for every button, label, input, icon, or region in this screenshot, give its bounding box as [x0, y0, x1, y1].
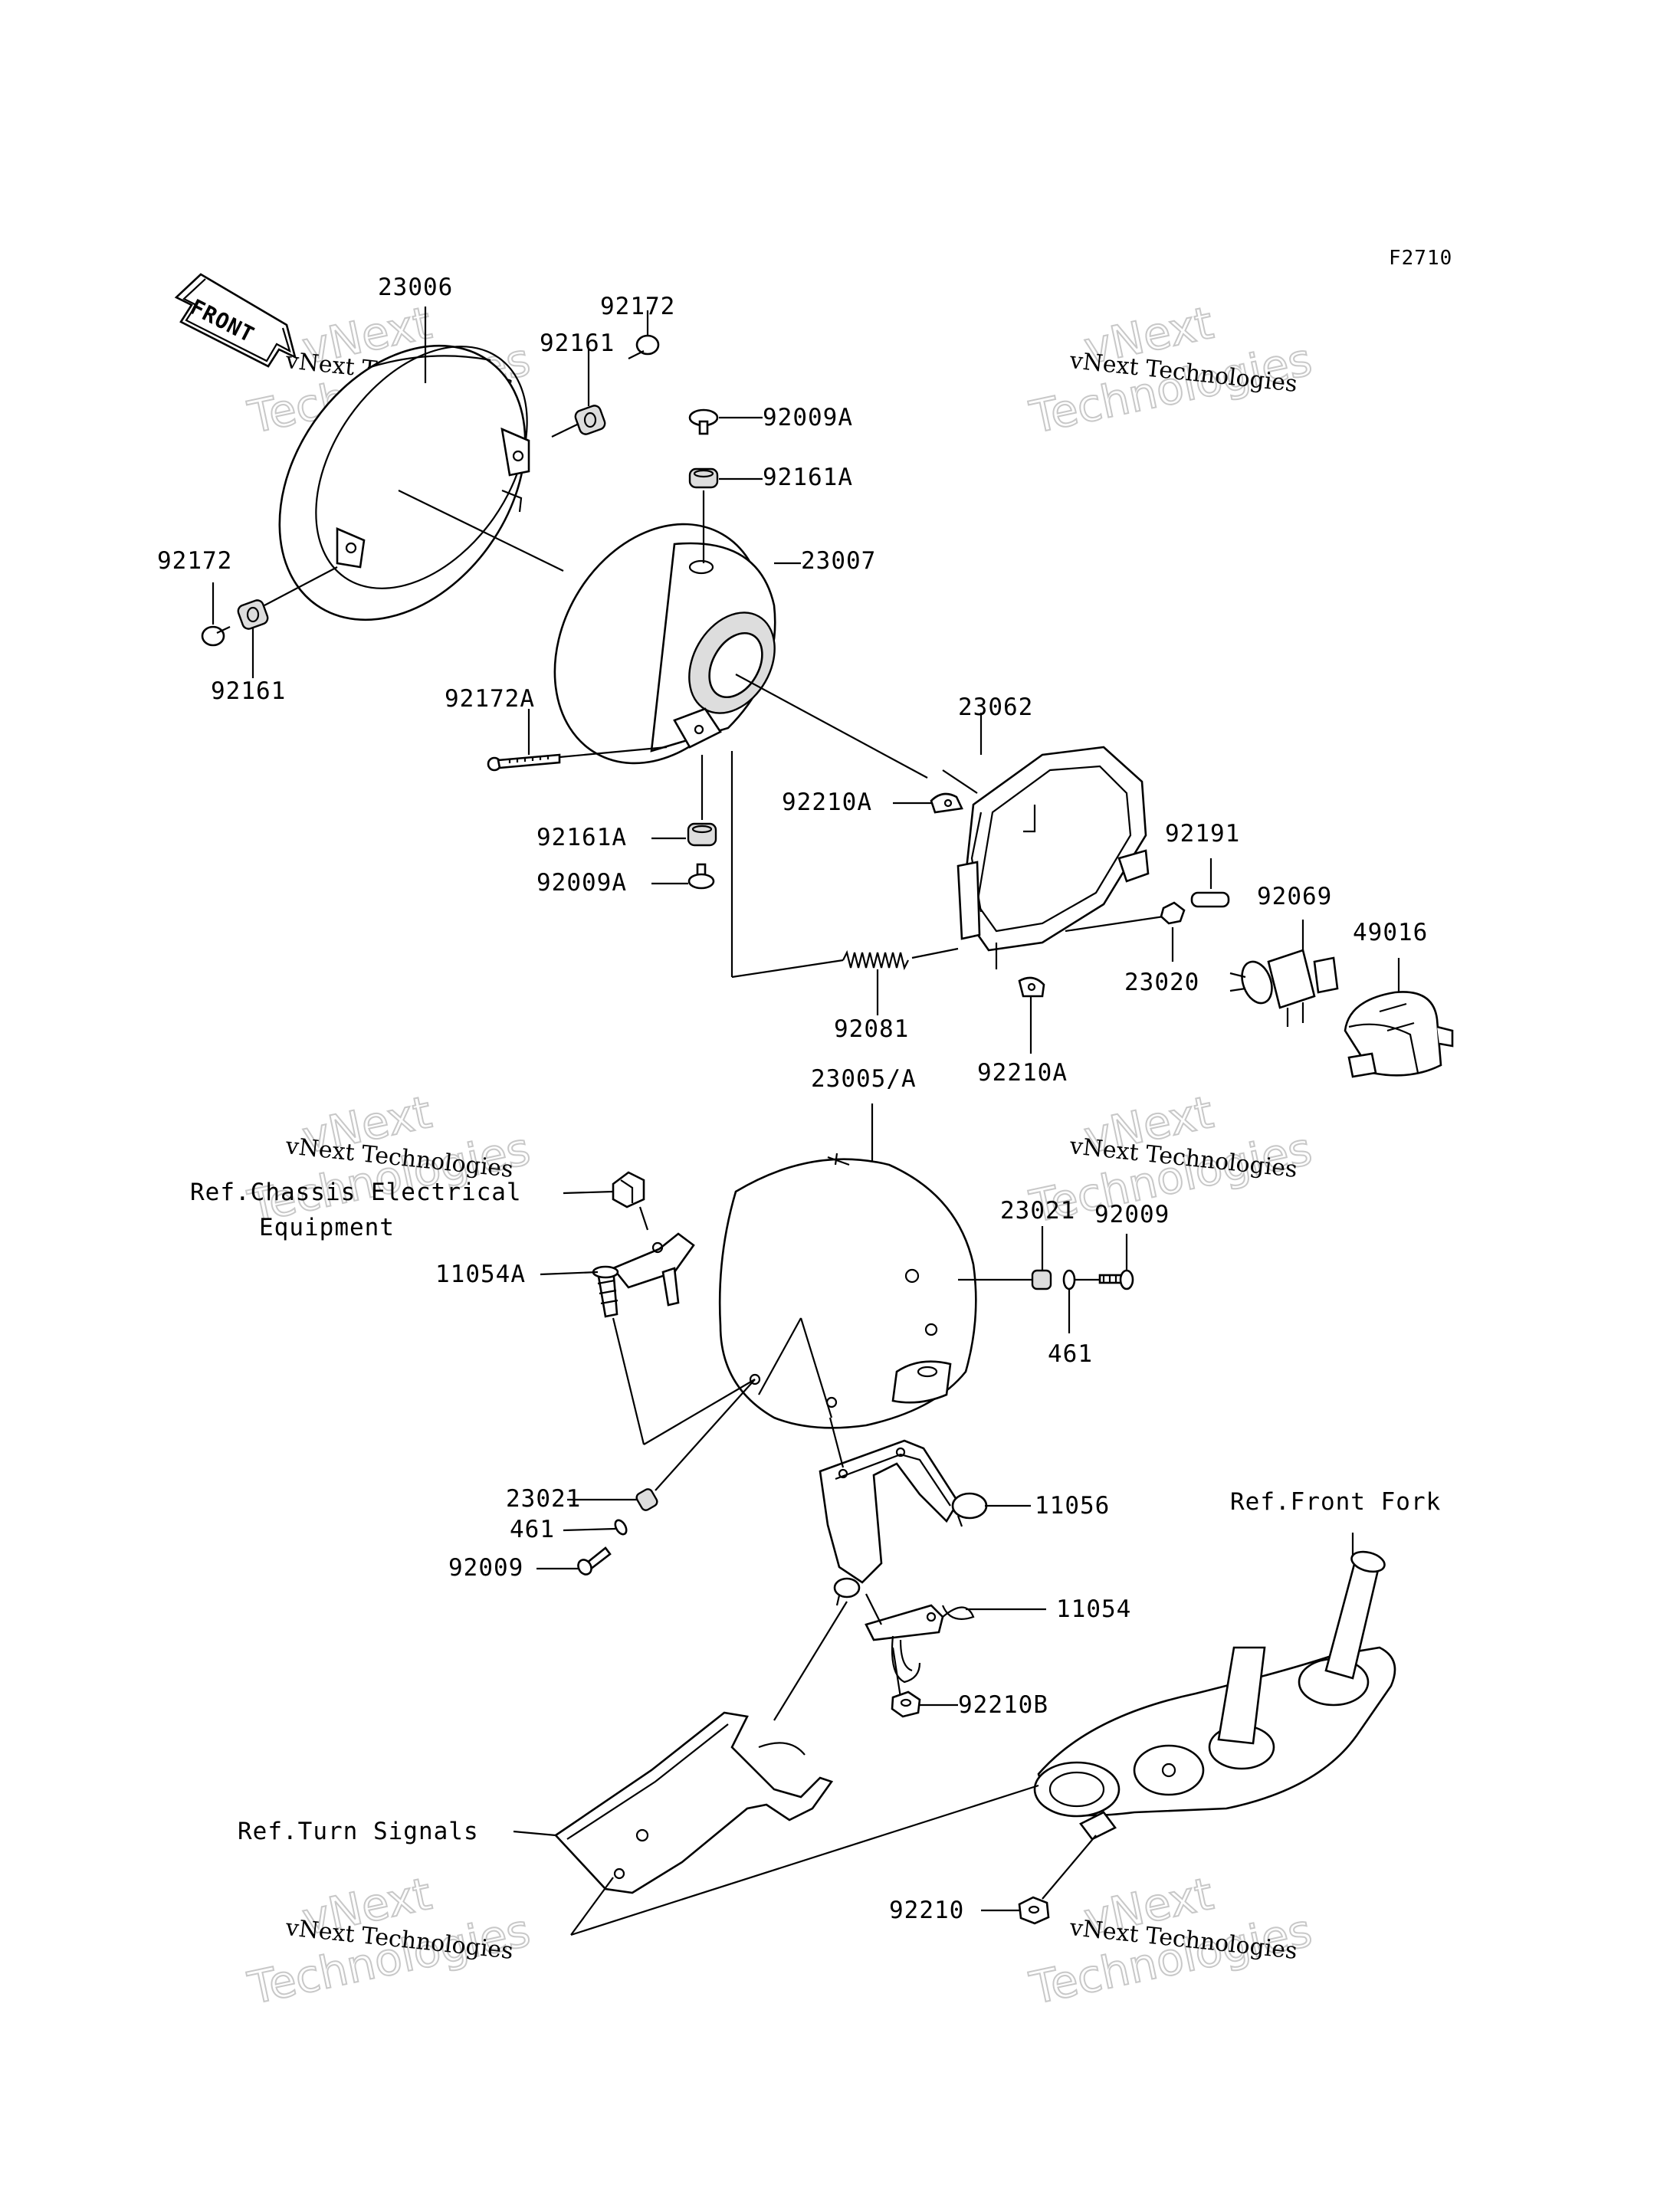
callout-11054A: 11054A [435, 1261, 526, 1288]
clip-92210A-bottom [1018, 976, 1045, 998]
callout-ref-chassis-electrical: Ref.Chassis Electrical [190, 1179, 522, 1206]
callout-92069: 92069 [1257, 883, 1332, 910]
callout-92210A-bottom: 92210A [977, 1059, 1068, 1087]
callout-11054: 11054 [1056, 1595, 1131, 1623]
grommet-92161A-top [688, 467, 719, 489]
callout-23020: 23020 [1124, 969, 1199, 996]
screw-92009-right [1098, 1269, 1134, 1290]
bracket-11056 [819, 1439, 988, 1606]
clip-92210A-top [930, 792, 963, 814]
callout-92081: 92081 [834, 1015, 909, 1043]
bushing-23021-right [1031, 1269, 1052, 1290]
headlight-housing-23007 [553, 523, 776, 765]
callout-23005A: 23005/A [811, 1065, 917, 1093]
callout-ref-turn-signals: Ref.Turn Signals [238, 1818, 479, 1845]
watermark-mid-left: Technologies vNext vNext Technologies [243, 1085, 536, 1234]
grommet-92161-left [237, 599, 269, 630]
nut-92210 [1018, 1896, 1050, 1925]
turn-signal-bracket [554, 1711, 834, 1894]
callout-92009A-top: 92009A [763, 404, 853, 431]
bulb-92069 [1229, 949, 1339, 1027]
headlight-rim-23006 [278, 344, 530, 621]
callout-92210B: 92210B [958, 1691, 1048, 1719]
bulb-cover-49016 [1344, 991, 1454, 1078]
watermark-bottom-right: Technologies vNext vNext Technologies [1025, 1867, 1317, 2015]
callout-23021-right: 23021 [1000, 1197, 1075, 1225]
callout-92161A-top: 92161A [763, 464, 853, 491]
callout-11056: 11056 [1035, 1492, 1110, 1520]
watermark-top-right: Technologies vNext vNext Technologies [1025, 296, 1317, 444]
callout-92161A-bottom: 92161A [536, 824, 627, 851]
callout-23007: 23007 [801, 547, 876, 575]
washer-461-right [1062, 1269, 1076, 1290]
callout-92161-top: 92161 [540, 330, 615, 357]
callout-ref-front-fork: Ref.Front Fork [1230, 1488, 1441, 1516]
callout-92161-left: 92161 [211, 677, 286, 705]
callout-23062: 23062 [958, 694, 1033, 721]
callout-49016: 49016 [1353, 919, 1428, 946]
callout-23021-left: 23021 [506, 1485, 581, 1513]
callout-92172-top: 92172 [600, 293, 675, 320]
bracket-11054A [592, 1232, 695, 1318]
mounting-frame-23062 [956, 746, 1150, 952]
screw-92009A-top [688, 408, 719, 435]
callout-92009A-bottom: 92009A [536, 869, 627, 897]
nut-23020 [1160, 901, 1186, 925]
bracket-11054 [865, 1604, 975, 1684]
callout-23006: 23006 [378, 274, 453, 301]
nut-92210B [891, 1690, 921, 1718]
grommet-92161-top [574, 405, 606, 435]
callout-92191: 92191 [1165, 820, 1240, 848]
callout-92172A: 92172A [445, 685, 535, 713]
screw-92172-left [201, 625, 231, 647]
callout-461-right: 461 [1048, 1340, 1093, 1368]
callout-461-left: 461 [510, 1516, 555, 1543]
bushing-23021-left [635, 1488, 658, 1511]
callout-92172-left: 92172 [157, 547, 232, 575]
watermark-bottom-left: Technologies vNext vNext Technologies [243, 1867, 536, 2015]
callout-ref-chassis-equipment: Equipment [259, 1214, 395, 1241]
screw-92009A-bottom [687, 863, 715, 890]
figure-code: F2710 [1389, 247, 1452, 270]
callout-92009-left: 92009 [448, 1554, 523, 1582]
front-arrow-icon: FRONT [174, 273, 297, 368]
callout-92009-right: 92009 [1094, 1201, 1170, 1228]
front-fork-triple-clamp [1033, 1550, 1396, 1841]
screw-92009-left [577, 1546, 612, 1576]
pin-92191 [1190, 891, 1230, 908]
callout-92210A-top: 92210A [782, 789, 872, 816]
connector-chassis-electrical [612, 1171, 649, 1231]
spring-92081 [842, 949, 909, 971]
screw-92172-top [628, 334, 660, 359]
callout-92210: 92210 [889, 1897, 964, 1924]
headlight-shell-23005A [718, 1153, 977, 1429]
washer-461-left [614, 1519, 628, 1536]
screw-92172A [487, 753, 561, 772]
grommet-92161A-bottom [687, 822, 717, 847]
